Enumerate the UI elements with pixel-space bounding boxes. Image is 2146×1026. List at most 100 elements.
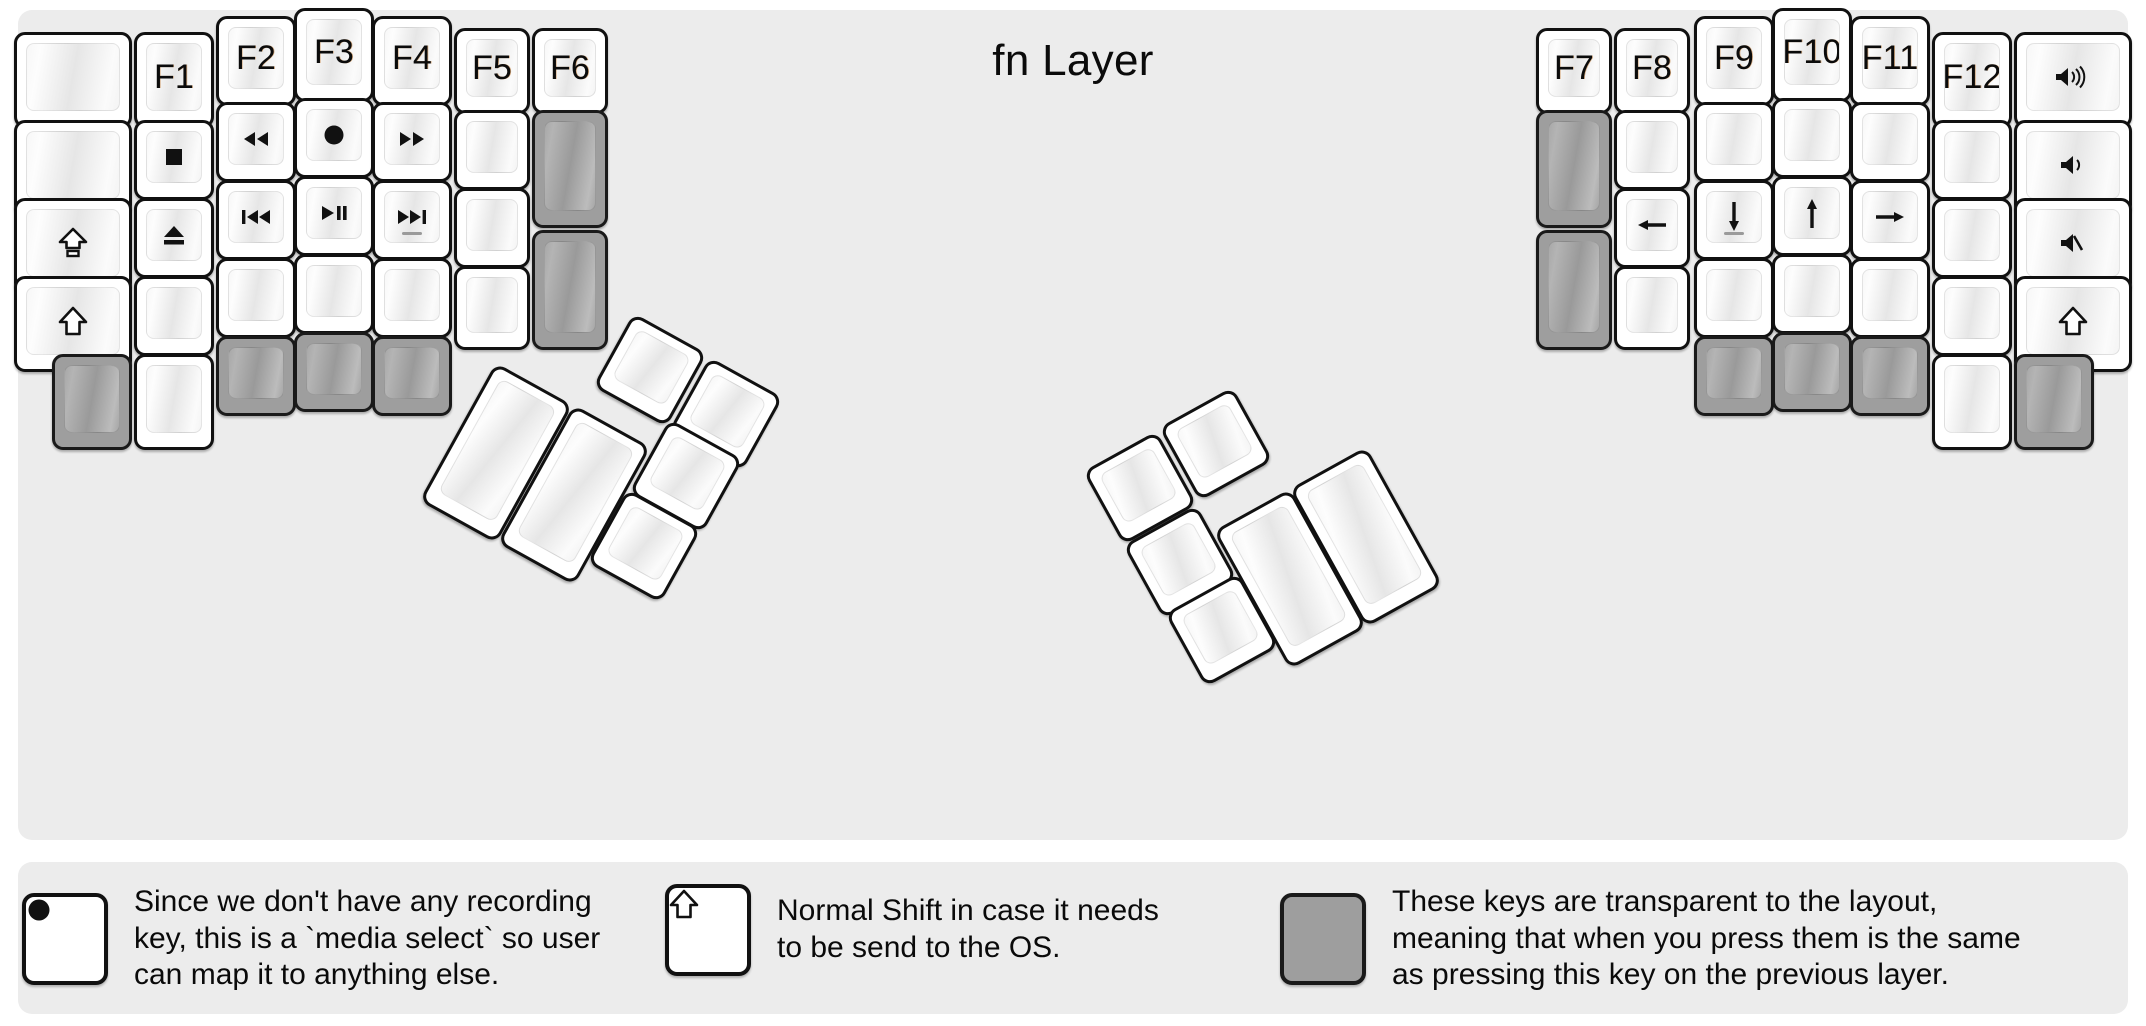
key-left-c6-r1[interactable] [532,110,608,228]
keycap-face [1626,277,1678,333]
key-left-c0-r0[interactable] [14,32,132,128]
key-left-c1-r2[interactable] [134,198,214,278]
key-left-c2-r1[interactable] [216,102,296,182]
key-right-c3-r0[interactable]: F10 [1772,8,1852,102]
key-left-c4-r0[interactable]: F4 [372,16,452,106]
key-right-c6-r4[interactable] [2014,354,2094,450]
key-label: F4 [391,39,433,77]
keycap-face [1626,121,1678,173]
key-right-c1-r1[interactable] [1614,110,1690,190]
key-right-c2-r4[interactable] [1694,336,1774,416]
key-left-c3-r0[interactable]: F3 [294,8,374,102]
key-left-c4-r4[interactable] [372,336,452,416]
key-right-c4-r1[interactable] [1850,102,1930,182]
keycap-face [1862,113,1918,165]
key-left-c1-r1[interactable] [134,120,214,200]
key-right-c0-r2[interactable] [1536,230,1612,350]
keycap-face: F12 [1944,43,2000,111]
key-right-c5-r0[interactable]: F12 [1932,32,2012,128]
keycap-face [306,109,362,161]
homing-bump-indicator [1724,232,1744,235]
key-label: F2 [235,39,277,77]
keycap-face [466,121,518,173]
key-left-c3-r2[interactable] [294,176,374,256]
key-left-c4-r3[interactable] [372,258,452,338]
key-right-c5-r4[interactable] [1932,354,2012,450]
keycap-face [1174,402,1255,481]
keycap-face [2026,209,2120,277]
keycap-face [1944,365,2000,433]
legend-item-record: Since we don't have any recording key, t… [22,884,600,994]
keycap-face [2026,131,2120,199]
key-right-c3-r4[interactable] [1772,332,1852,412]
key-right-c1-r2[interactable] [1614,188,1690,268]
key-right-c2-r1[interactable] [1694,102,1774,182]
key-left-c5-r1[interactable] [454,110,530,190]
volume-up-icon [2053,64,2093,90]
key-left-c4-r2[interactable] [372,180,452,260]
key-left-c6-r2[interactable] [532,230,608,350]
key-left-c3-r4[interactable] [294,332,374,412]
keycap-face: F2 [228,27,284,89]
keycap-face [26,899,52,927]
keycap-face [1180,588,1261,667]
keycap-face: F10 [1784,19,1840,85]
keycap-face [1944,131,2000,183]
key-right-c0-r0[interactable]: F7 [1536,28,1612,114]
key-right-c5-r1[interactable] [1932,120,2012,200]
key-left-c1-r4[interactable] [134,354,214,450]
key-label: F12 [1944,58,2000,96]
key-left-c4-r1[interactable] [372,102,452,182]
key-left-c6-r0[interactable]: F6 [532,28,608,114]
keycap-face [1706,269,1762,321]
key-left-c2-r2[interactable] [216,180,296,260]
key-left-c3-r1[interactable] [294,98,374,178]
keycap-face [146,131,202,183]
key-right-c2-r2[interactable] [1694,180,1774,260]
key-right-c4-r4[interactable] [1850,336,1930,416]
key-right-c3-r2[interactable] [1772,176,1852,256]
keycap-face [647,434,728,513]
keycap-face [2026,365,2082,433]
keycap-face [64,365,120,433]
keycap-face [544,241,596,333]
page-title: fn Layer [992,36,1154,85]
homing-bump-indicator [402,232,422,235]
arrow-left-icon [1634,214,1670,236]
key-right-c3-r1[interactable] [1772,98,1852,178]
key-label: F5 [471,49,513,87]
key-left-c2-r0[interactable]: F2 [216,16,296,106]
key-right-c0-r1[interactable] [1536,110,1612,228]
caps-lock-icon [58,226,88,260]
keycap-face: F6 [544,39,596,97]
legend-key-transparent [1280,892,1366,985]
key-left-c2-r3[interactable] [216,258,296,338]
keycap-face [1862,269,1918,321]
key-right-c1-r3[interactable] [1614,266,1690,350]
key-left-c1-r3[interactable] [134,276,214,356]
media-play-pause-icon [318,203,350,223]
keycap-face [306,187,362,239]
keycap-face [384,269,440,321]
key-left-c0-r4[interactable] [52,354,132,450]
key-label: F3 [313,33,355,71]
key-left-c1-r0[interactable]: F1 [134,32,214,128]
key-right-c2-r3[interactable] [1694,258,1774,338]
key-left-c5-r0[interactable]: F5 [454,28,530,114]
key-left-c2-r4[interactable] [216,336,296,416]
key-right-c3-r3[interactable] [1772,254,1852,334]
key-right-c4-r3[interactable] [1850,258,1930,338]
key-left-c5-r3[interactable] [454,266,530,350]
key-right-c2-r0[interactable]: F9 [1694,16,1774,106]
key-right-c6-r0[interactable] [2014,32,2132,128]
key-left-c5-r2[interactable] [454,188,530,268]
key-right-c4-r2[interactable] [1850,180,1930,260]
media-eject-icon [161,222,187,248]
key-right-c5-r3[interactable] [1932,276,2012,356]
key-right-c1-r0[interactable]: F8 [1614,28,1690,114]
key-right-c5-r2[interactable] [1932,198,2012,278]
keycap-face [466,277,518,333]
key-right-c4-r0[interactable]: F11 [1850,16,1930,106]
key-left-c3-r3[interactable] [294,254,374,334]
media-stop-icon [163,146,185,168]
